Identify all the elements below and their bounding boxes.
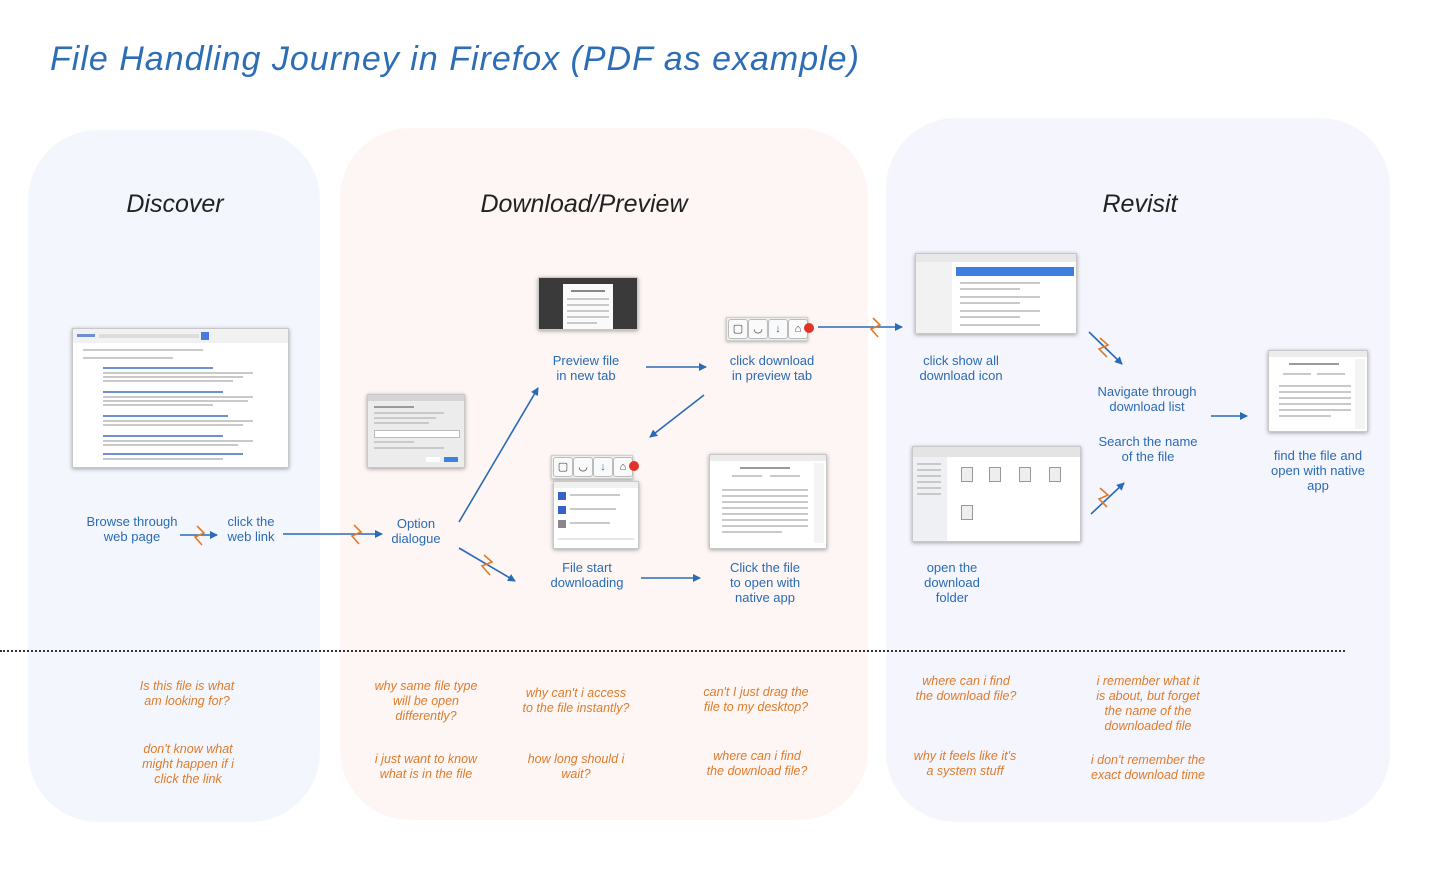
pocket-icon: ◡ bbox=[748, 319, 768, 339]
arrow-option-to-preview bbox=[458, 387, 539, 523]
phase-revisit: Revisit bbox=[1102, 190, 1178, 218]
journey-divider bbox=[0, 650, 1345, 652]
pain-bolt-icon bbox=[193, 525, 206, 546]
copy-icon: ▢ bbox=[728, 319, 748, 339]
arrow-library-to-navigate bbox=[1088, 331, 1123, 365]
arrow-folder-to-search bbox=[1090, 482, 1125, 515]
download-folder-thumbnail bbox=[912, 446, 1081, 542]
downloads-list-thumbnail bbox=[553, 481, 639, 549]
arrow-click-download-to-file-start bbox=[649, 394, 705, 438]
page-title: File Handling Journey in Firefox (PDF as… bbox=[50, 40, 860, 78]
search-results-thumbnail bbox=[72, 328, 289, 468]
pdf-preview-thumbnail bbox=[538, 277, 638, 330]
final-pdf-thumbnail bbox=[1268, 350, 1368, 432]
discover-panel bbox=[28, 130, 320, 822]
download-icon: ↓ bbox=[768, 319, 788, 339]
pain-bolt-icon bbox=[869, 317, 882, 338]
pain-bolt-icon bbox=[1097, 487, 1110, 508]
phase-download-preview: Download/Preview bbox=[480, 190, 688, 218]
download-toolbar-thumbnail: ▢ ◡ ↓ ⌂ bbox=[551, 455, 633, 479]
record-icon bbox=[629, 461, 639, 471]
pain-bolt-icon bbox=[1097, 337, 1110, 358]
pain-bolt-icon bbox=[480, 554, 494, 576]
record-icon bbox=[804, 323, 814, 333]
preview-toolbar-thumbnail: ▢ ◡ ↓ ⌂ bbox=[726, 317, 808, 341]
phase-discover: Discover bbox=[126, 190, 224, 218]
pdf-native-app-thumbnail bbox=[709, 454, 827, 549]
download-icon: ↓ bbox=[593, 457, 613, 477]
option-dialogue-thumbnail bbox=[367, 394, 465, 468]
copy-icon: ▢ bbox=[553, 457, 573, 477]
pocket-icon: ◡ bbox=[573, 457, 593, 477]
library-downloads-thumbnail bbox=[915, 253, 1077, 334]
pain-bolt-icon bbox=[350, 524, 363, 545]
